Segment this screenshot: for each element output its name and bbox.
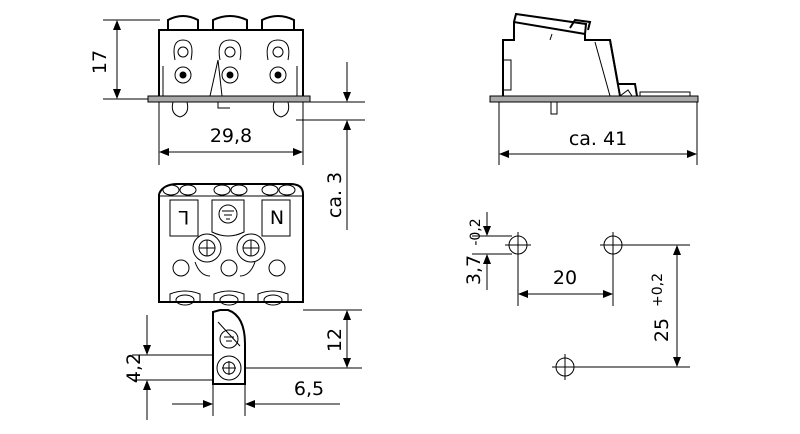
dimension-12: 12 — [245, 309, 362, 369]
terminal-label-n: N — [270, 207, 284, 229]
dimension-29-8: 29,8 — [158, 102, 304, 165]
top-view: L N — [158, 183, 304, 385]
dimension-ca-41: ca. 41 — [498, 102, 698, 165]
dimension-20-label: 20 — [553, 267, 577, 289]
dimension-3-7-tolerance: -0,2 — [468, 218, 484, 245]
dimension-12-label: 12 — [324, 328, 346, 352]
dimension-17-label: 17 — [89, 50, 111, 74]
dimension-29-8-label: 29,8 — [210, 125, 252, 147]
dimension-3-7: 3,7 -0,2 — [463, 212, 512, 290]
dimension-3-7-label: 3,7 — [463, 255, 485, 285]
dimension-4-2: 4,2 — [123, 315, 213, 420]
hole-pattern — [505, 232, 626, 380]
mounting-hole-2 — [600, 232, 626, 258]
dimension-ca-3-label: ca. 3 — [324, 172, 346, 218]
dimension-6-5: 6,5 — [172, 378, 340, 416]
ground-tab — [212, 309, 246, 385]
dimension-25: 25 +0,2 — [578, 244, 690, 368]
mounting-hole-3 — [552, 354, 578, 380]
dimension-6-5-label: 6,5 — [294, 378, 324, 400]
earth-ground-icon — [218, 204, 238, 224]
mounting-hole-1 — [505, 232, 531, 258]
dimension-25-tolerance: +0,2 — [650, 273, 666, 307]
dimension-20: 20 — [517, 258, 614, 306]
front-view — [147, 15, 311, 118]
dimension-25-label: 25 — [651, 318, 673, 342]
dimension-ca-3: ca. 3 — [296, 62, 365, 230]
terminal-label-l: L — [178, 206, 189, 228]
dimension-4-2-label: 4,2 — [123, 353, 145, 383]
side-view — [489, 12, 699, 115]
dimension-ca-41-label: ca. 41 — [569, 128, 627, 150]
dimension-17: 17 — [89, 19, 160, 100]
